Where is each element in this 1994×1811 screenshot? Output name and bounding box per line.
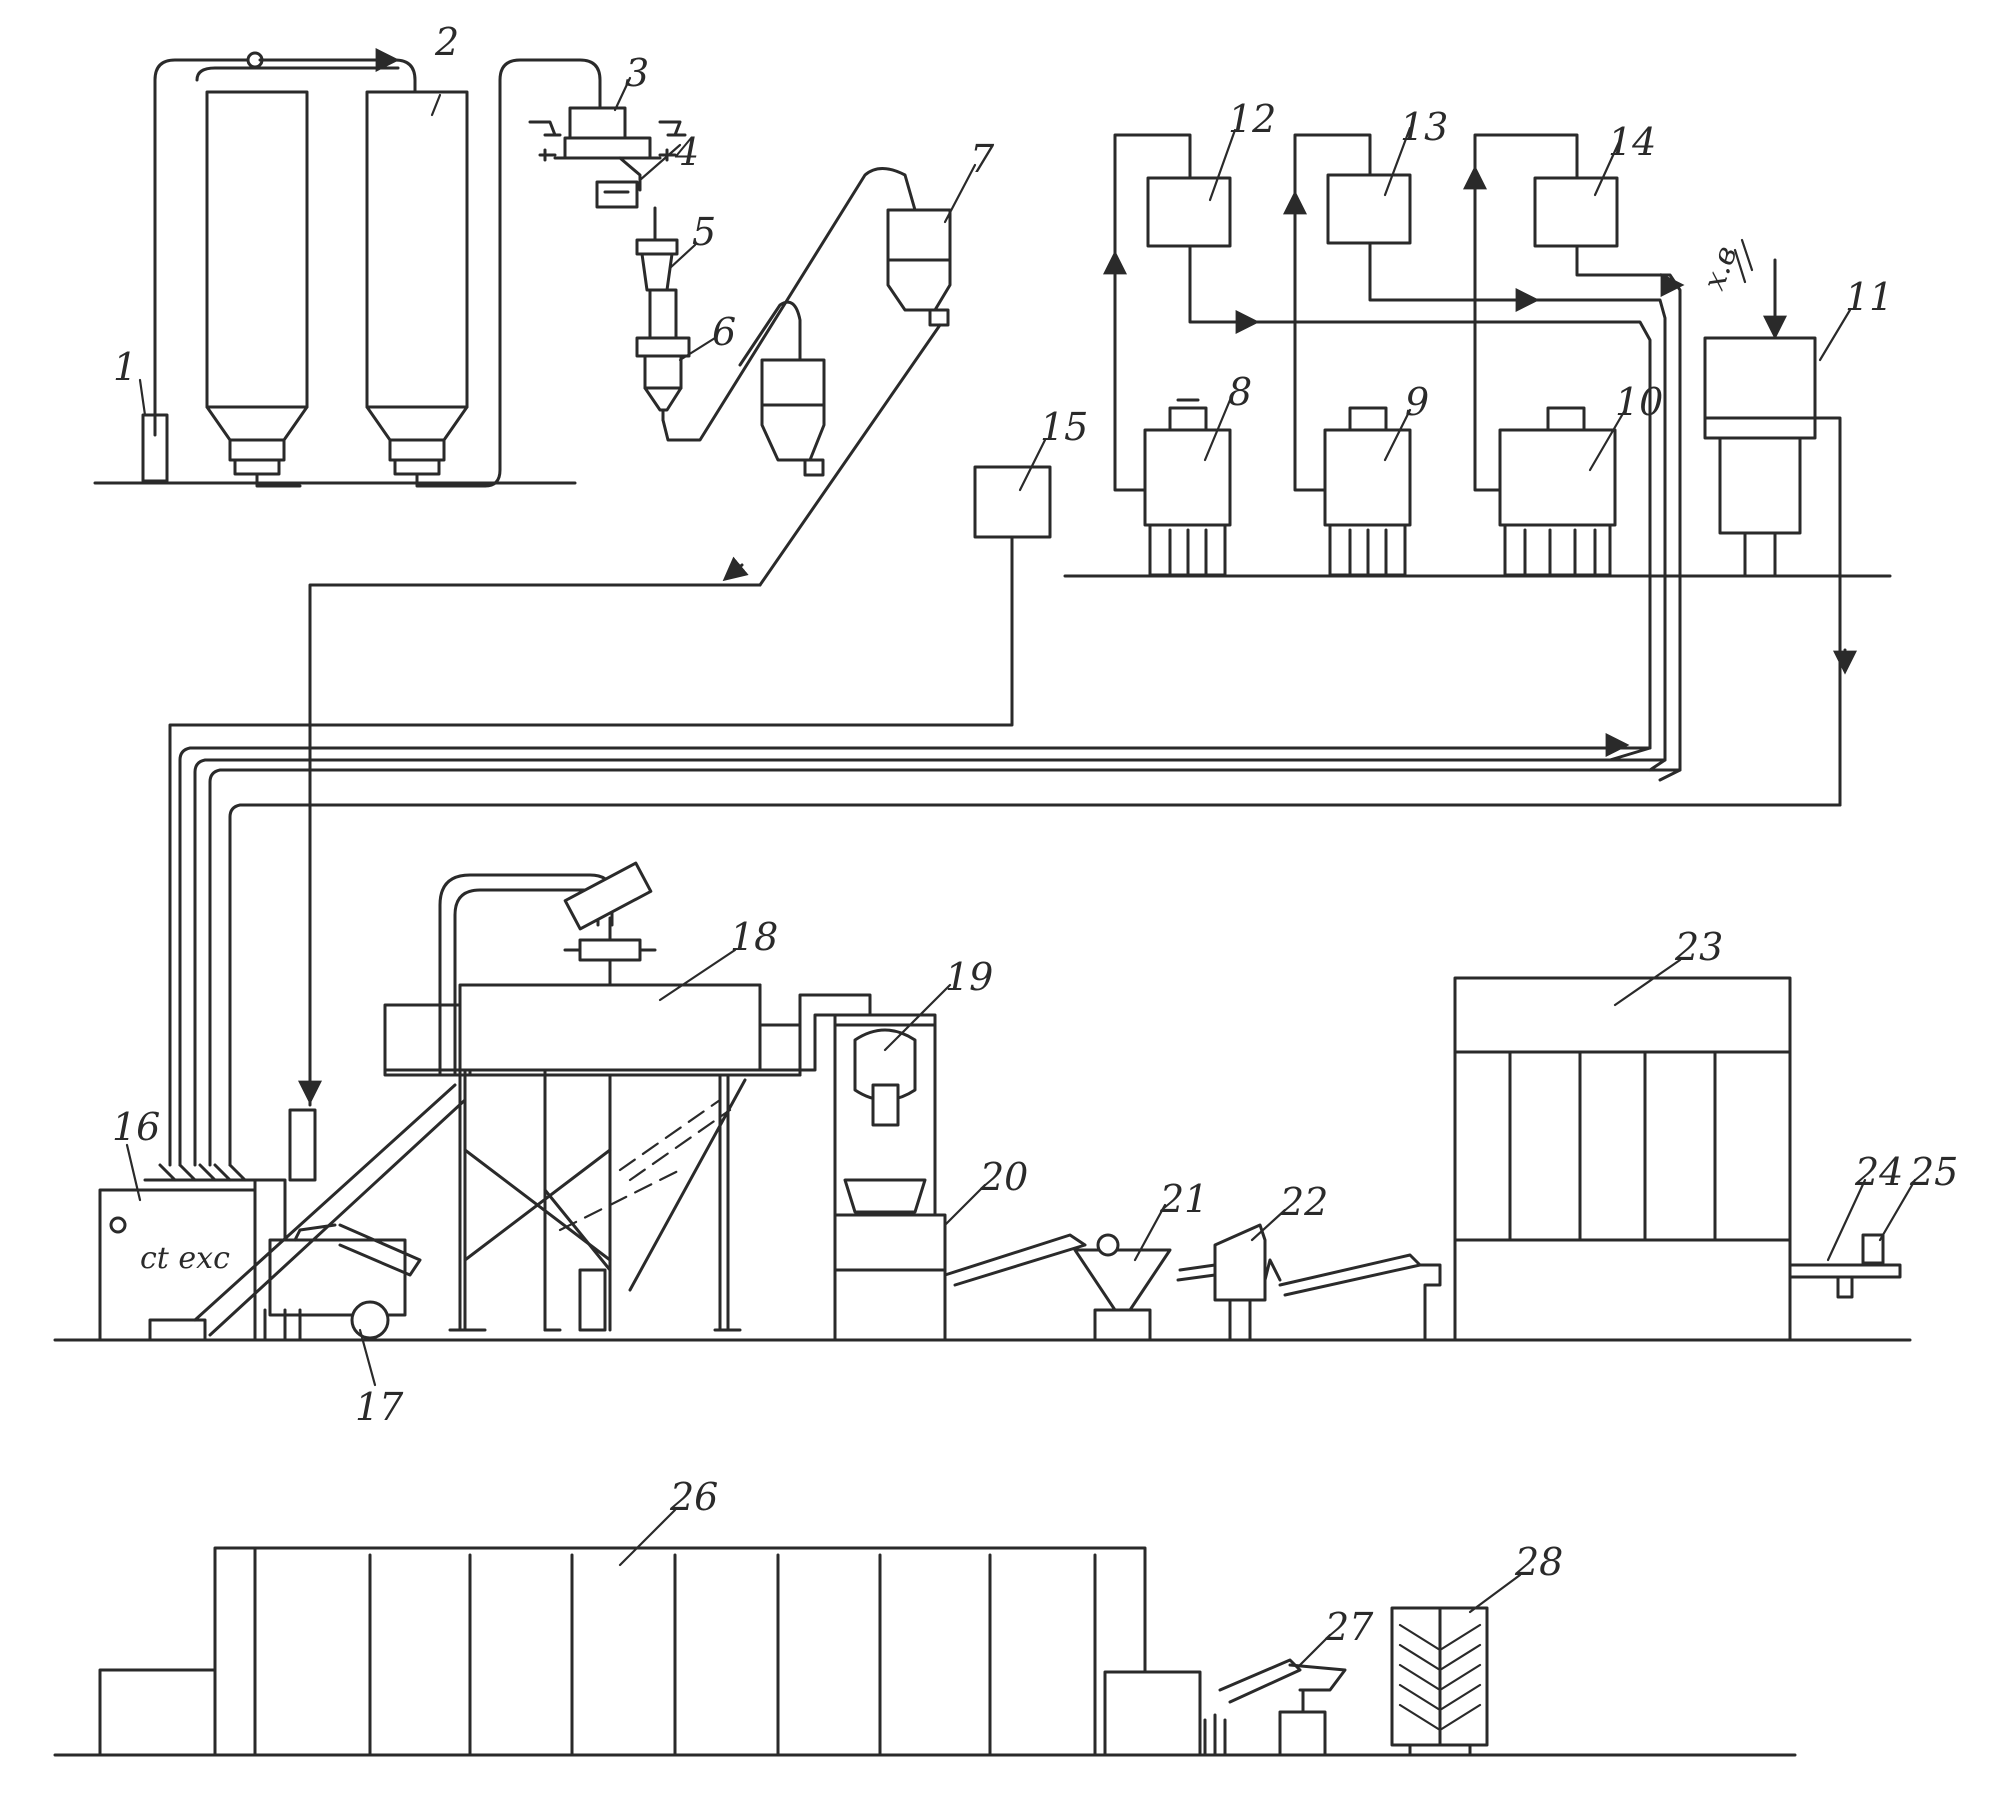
label-1: 1 [113,345,137,389]
item-number-labels: 1 2 3 4 5 6 7 8 9 10 11 12 13 14 15 16 1… [112,20,1958,1649]
leader-lines [125,76,1917,1667]
control-box-14 [1533,176,1619,248]
control-box-13 [1326,173,1412,245]
dosing-loop-lines [1103,133,1857,807]
control-box-15 [973,465,1052,539]
product-piece-25 [1861,1233,1885,1265]
silo-pneumatic-line [153,48,602,488]
label-7: 7 [970,137,995,181]
label-24: 24 [1854,1150,1903,1194]
baking-oven-26 [98,1546,1202,1757]
label-27: 27 [1324,1605,1374,1649]
molding-machine-22 [1176,1223,1442,1342]
label-11: 11 [1845,275,1893,319]
label-26: 26 [669,1475,718,1519]
label-16: 16 [112,1105,160,1149]
label-6: 6 [712,310,736,354]
label-15: 15 [1040,405,1088,449]
sifter-3 [528,106,687,162]
tank-11 [1703,336,1817,578]
flour-receiver-1 [141,413,169,483]
label-17: 17 [355,1385,404,1429]
label-14: 14 [1608,120,1656,164]
label-13: 13 [1400,105,1448,149]
manifold-lines [168,535,1842,1167]
label-28: 28 [1514,1540,1563,1584]
label-20: 20 [979,1155,1028,1199]
proofing-cabinet-23 [1453,976,1792,1342]
tank-9 [1323,406,1412,577]
label-2: 2 [434,20,459,64]
exit-conveyor-24 [1788,1263,1902,1302]
label-5: 5 [692,210,716,254]
label-10: 10 [1615,380,1663,424]
label-21: 21 [1159,1177,1208,1221]
cyclone-7 [886,208,952,327]
label-22: 22 [1279,1180,1328,1224]
storage-silo-left [205,90,309,476]
magnetic-separator-4 [595,156,642,209]
proofer-funnel-21 [1073,1233,1172,1342]
label-12: 12 [1228,97,1276,141]
cyclone-middle [760,358,826,477]
cyclone-lines [308,167,942,1107]
label-25: 25 [1909,1150,1958,1194]
vent-duct-18 [438,861,657,1077]
tank-8 [1143,398,1232,577]
control-box-12 [1146,176,1232,248]
label-23: 23 [1674,925,1723,969]
tank-10 [1498,406,1617,577]
dough-divider-19 [833,1013,937,1217]
label-18: 18 [730,915,778,959]
feed-label-11: х.в [1697,241,1745,294]
cooling-conveyor-27 [1203,1658,1347,1757]
bread-rack-28 [1390,1606,1489,1757]
label-3: 3 [625,51,649,95]
dough-mixer-17 [263,1223,422,1342]
dough-rounder-20 [833,1213,1087,1342]
storage-silo-2 [365,90,469,476]
dosing-column-5-6 [635,206,691,422]
label-19: 19 [945,955,993,999]
label-9: 9 [1405,380,1429,424]
label-8: 8 [1228,370,1252,414]
panel-16-marking: ct exc [140,1241,230,1276]
label-4: 4 [674,130,699,174]
